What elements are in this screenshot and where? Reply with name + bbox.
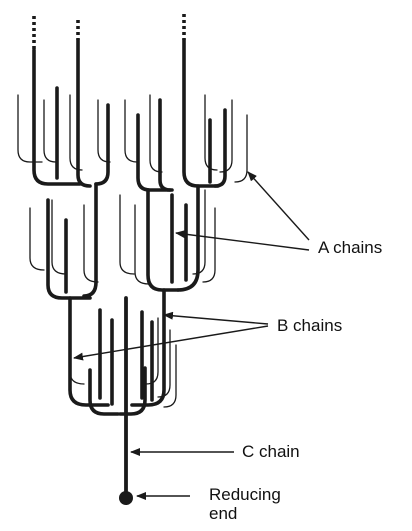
b-chain-branches bbox=[34, 40, 225, 414]
b-chains-label: B chains bbox=[277, 316, 342, 335]
arrow-b-upper bbox=[164, 315, 268, 324]
reducing-end-label-line2: end bbox=[209, 504, 281, 523]
c-chain-label: C chain bbox=[242, 442, 300, 461]
arrow-a-top bbox=[248, 172, 309, 240]
reducing-end-label-line1: Reducing bbox=[209, 485, 281, 504]
arrow-b-lower bbox=[74, 326, 268, 358]
reducing-end-label: Reducing end bbox=[209, 485, 281, 523]
reducing-end-dot bbox=[119, 491, 133, 505]
a-chains-label: A chains bbox=[318, 238, 382, 257]
chain-continuation-dashes bbox=[34, 14, 184, 50]
arrow-a-mid bbox=[176, 233, 309, 250]
a-chain-branches bbox=[18, 95, 247, 407]
